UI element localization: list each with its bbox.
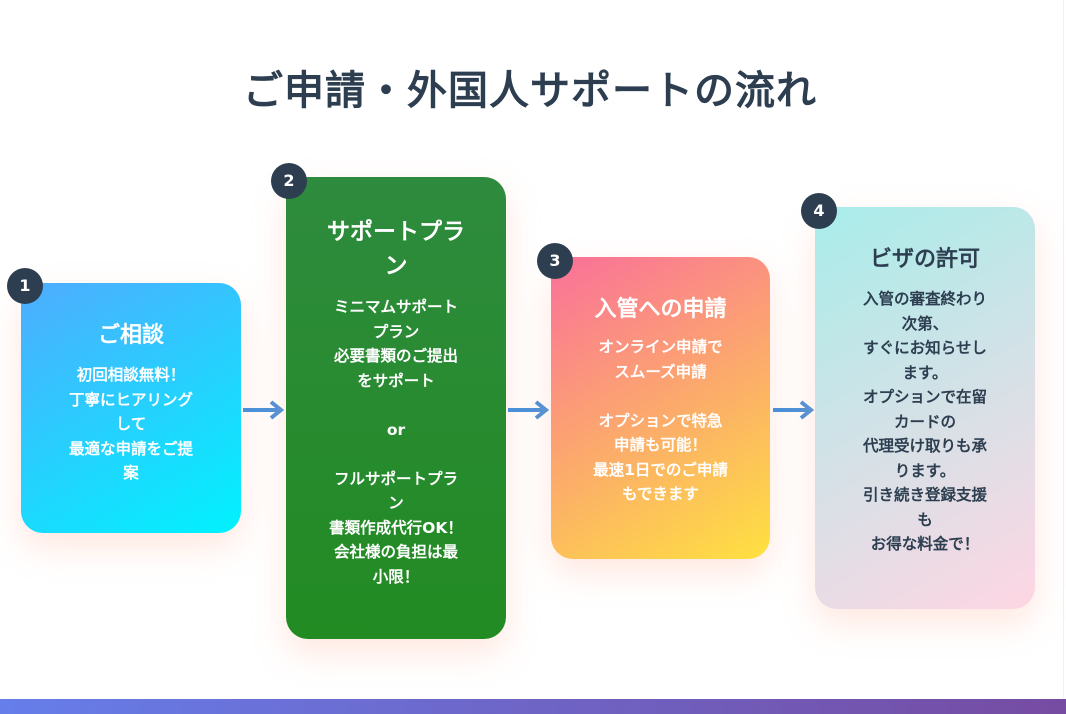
step-description: ミニマムサポート プラン 必要書類のご提出 をサポート or フルサポートプラ … bbox=[329, 298, 463, 586]
step-description: 入管の審査終わり 次第、 すぐにお知らせし ます。 オプションで在留 カードの … bbox=[862, 290, 987, 553]
step-description: オンライン申請で スムーズ申請 オプションで特急 申請も可能！ 最速1日でのご申… bbox=[593, 338, 728, 503]
step-description: 初回相談無料！ 丁寧にヒアリング して 最適な申請をご提 案 bbox=[68, 366, 193, 482]
step-card-consultation: ご相談 初回相談無料！ 丁寧にヒアリング して 最適な申請をご提 案 bbox=[21, 283, 241, 533]
footer-gradient-bar bbox=[0, 699, 1066, 714]
step-title: 入管への申請 bbox=[594, 297, 727, 322]
step-title: ビザの許可 bbox=[869, 247, 980, 272]
step-card-support-plan: サポートプラ ン ミニマムサポート プラン 必要書類のご提出 をサポート or … bbox=[286, 177, 506, 639]
step-title: サポートプラ ン bbox=[327, 219, 465, 279]
step-number-badge: 4 bbox=[801, 193, 837, 229]
step-card-visa-approval: ビザの許可 入管の審査終わり 次第、 すぐにお知らせし ます。 オプションで在留… bbox=[815, 207, 1035, 609]
arrow-right-icon bbox=[773, 400, 815, 420]
step-title: ご相談 bbox=[97, 323, 164, 348]
step-number-badge: 1 bbox=[7, 268, 43, 304]
edge-divider bbox=[1063, 0, 1064, 700]
step-number-badge: 2 bbox=[271, 163, 307, 199]
step-card-immigration-application: 入管への申請 オンライン申請で スムーズ申請 オプションで特急 申請も可能！ 最… bbox=[551, 257, 770, 559]
arrow-right-icon bbox=[243, 400, 285, 420]
page-title: ご申請・外国人サポートの流れ bbox=[243, 68, 817, 114]
arrow-right-icon bbox=[508, 400, 550, 420]
step-number-badge: 3 bbox=[537, 243, 573, 279]
